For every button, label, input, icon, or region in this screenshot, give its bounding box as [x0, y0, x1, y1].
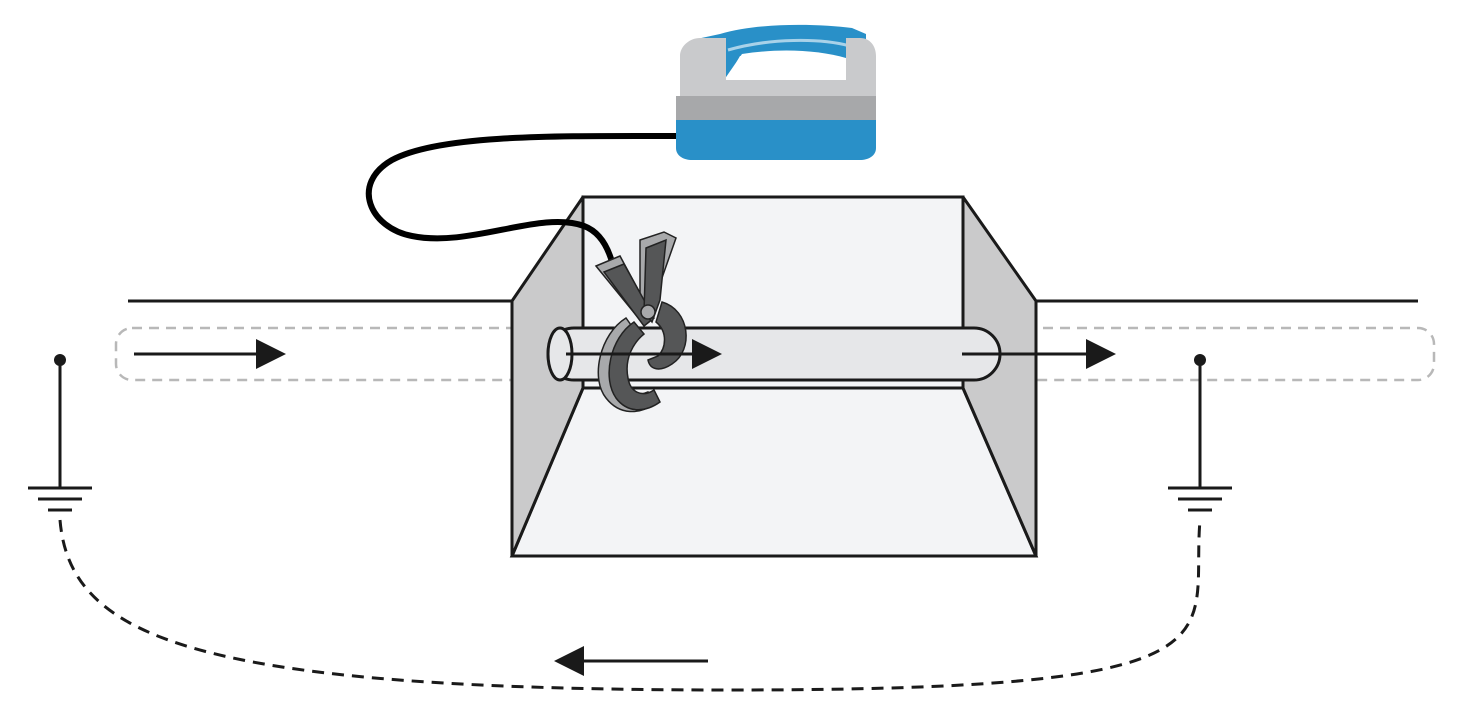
buried-pipe-left	[114, 326, 538, 382]
pit-right-wall	[961, 195, 1038, 558]
signal-receiver-icon	[676, 24, 876, 160]
ground-symbol-icon	[28, 354, 92, 512]
receiver-cable	[365, 132, 681, 265]
pit-floor	[509, 386, 1039, 558]
signal-clamp-icon	[594, 231, 687, 413]
ground-symbol-icon	[1168, 354, 1232, 512]
return-current-path	[58, 519, 1202, 692]
pit-left-wall	[510, 195, 585, 558]
